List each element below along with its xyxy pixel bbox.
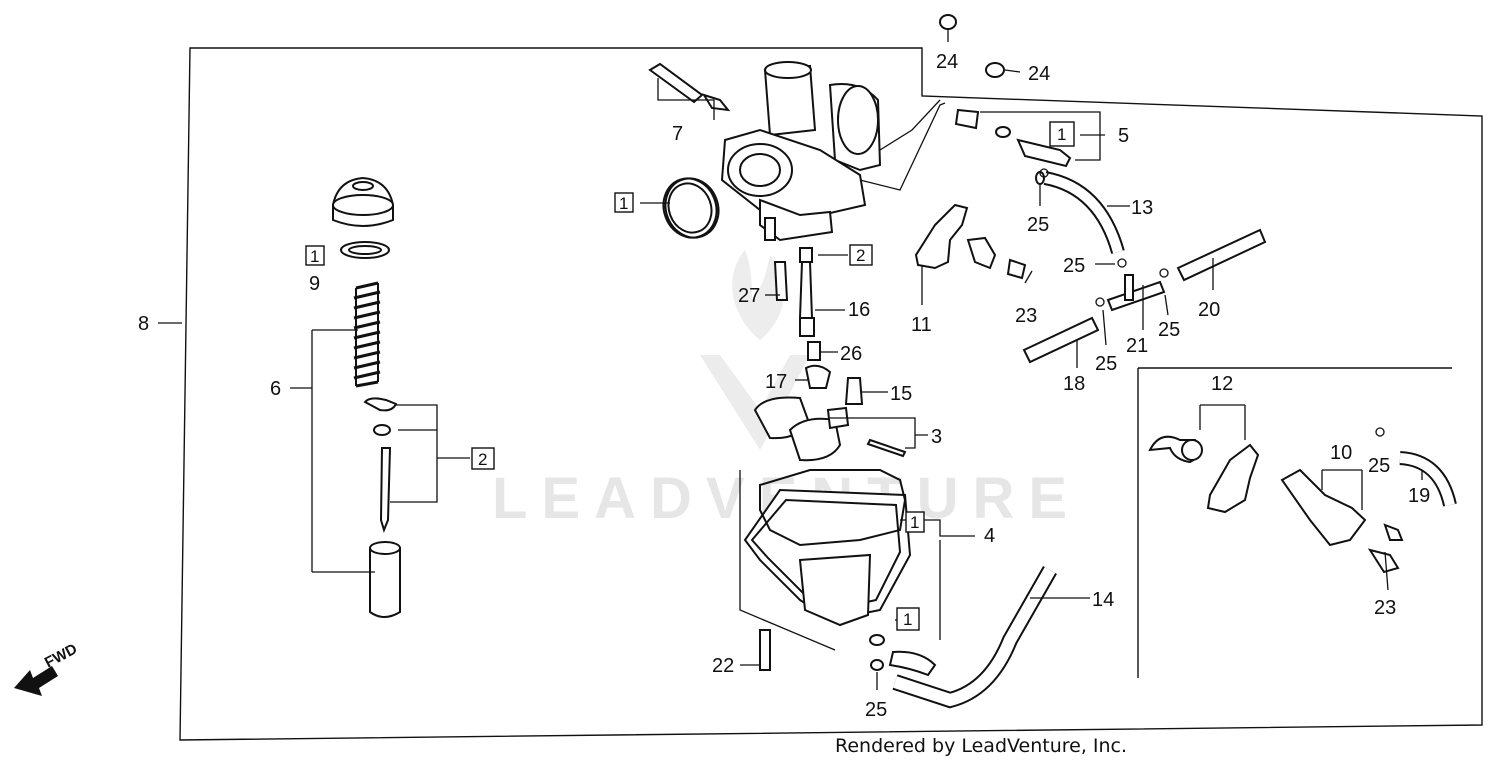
callout-20: 20 bbox=[1198, 299, 1220, 321]
callout-15: 15 bbox=[890, 383, 912, 405]
diagram-frame bbox=[179, 47, 1483, 741]
callout-21: 21 bbox=[1126, 335, 1148, 357]
callout-16: 16 bbox=[848, 299, 870, 321]
boxed-1-gasket: 1 bbox=[619, 194, 628, 213]
callout-25-b: 25 bbox=[1063, 255, 1085, 277]
callout-8: 8 bbox=[138, 313, 149, 335]
jet-assembly bbox=[773, 247, 864, 405]
callout-25-e: 25 bbox=[1368, 455, 1390, 477]
forward-arrow-icon bbox=[14, 666, 58, 696]
callout-25-a: 25 bbox=[1027, 214, 1049, 236]
forward-direction-indicator: FWD bbox=[14, 640, 80, 696]
vent-tubes bbox=[1022, 168, 1267, 364]
callout-labels: 8 6 9 7 24 24 5 13 25 25 25 25 25 25 11 … bbox=[138, 51, 1430, 721]
callout-11: 11 bbox=[911, 314, 932, 336]
throttle-spring bbox=[353, 281, 381, 388]
callout-7: 7 bbox=[672, 123, 683, 145]
pilot-screw-set-5 bbox=[954, 108, 1105, 168]
callout-5: 5 bbox=[1118, 125, 1129, 147]
callout-14: 14 bbox=[1092, 589, 1114, 611]
screw-set-7 bbox=[648, 62, 731, 120]
inset-choke-parts bbox=[1148, 404, 1404, 574]
boxed-1-drain: 1 bbox=[903, 610, 912, 629]
callout-19: 19 bbox=[1408, 485, 1430, 507]
throttle-valve-assembly bbox=[332, 176, 401, 618]
drain-screw bbox=[888, 650, 937, 677]
callout-24-right: 24 bbox=[1028, 63, 1050, 85]
boxed-1-washer: 1 bbox=[1057, 125, 1066, 144]
callout-24-top: 24 bbox=[936, 51, 958, 73]
callout-18: 18 bbox=[1063, 373, 1085, 395]
callout-23-inset: 23 bbox=[1374, 597, 1396, 619]
boxed-1-bowl: 1 bbox=[910, 513, 919, 532]
callout-13: 13 bbox=[1131, 197, 1153, 219]
nut-24-right bbox=[985, 62, 1005, 78]
float-3 bbox=[753, 396, 907, 462]
callout-12: 12 bbox=[1211, 373, 1233, 395]
callout-3: 3 bbox=[931, 426, 942, 448]
callout-9: 9 bbox=[309, 273, 320, 295]
bolt-23-upper bbox=[1006, 258, 1027, 280]
leader-lines bbox=[158, 183, 1423, 690]
nut-24-top bbox=[939, 14, 957, 30]
callout-10: 10 bbox=[1330, 442, 1352, 464]
float-chamber-gasket-ring bbox=[664, 177, 720, 239]
boxed-1-screw: 1 bbox=[310, 247, 319, 266]
credit-text: Rendered by LeadVenture, Inc. bbox=[835, 735, 1127, 757]
callout-17: 17 bbox=[765, 371, 787, 393]
callout-22: 22 bbox=[712, 655, 734, 677]
boxed-2-needle: 2 bbox=[478, 450, 487, 469]
fwd-label: FWD bbox=[42, 640, 80, 671]
choke-lever-11 bbox=[914, 203, 969, 270]
carburetor-body bbox=[662, 61, 946, 242]
boxed-callouts: 1 1 1 1 1 2 2 bbox=[305, 121, 1075, 631]
boxed-2-jet: 2 bbox=[856, 246, 865, 265]
callout-6: 6 bbox=[270, 378, 281, 400]
callout-23-upper: 23 bbox=[1015, 305, 1037, 327]
callout-25-f: 25 bbox=[865, 699, 887, 721]
callout-25-c: 25 bbox=[1158, 319, 1180, 341]
callout-25-d: 25 bbox=[1095, 353, 1117, 375]
float-chamber-4 bbox=[739, 469, 941, 651]
callout-26: 26 bbox=[840, 343, 862, 365]
callout-4: 4 bbox=[984, 525, 995, 547]
callout-27: 27 bbox=[738, 285, 760, 307]
inset-frame bbox=[1137, 367, 1452, 678]
screw-22 bbox=[759, 629, 771, 671]
hose-14 bbox=[892, 566, 1057, 709]
choke-link bbox=[966, 236, 997, 270]
